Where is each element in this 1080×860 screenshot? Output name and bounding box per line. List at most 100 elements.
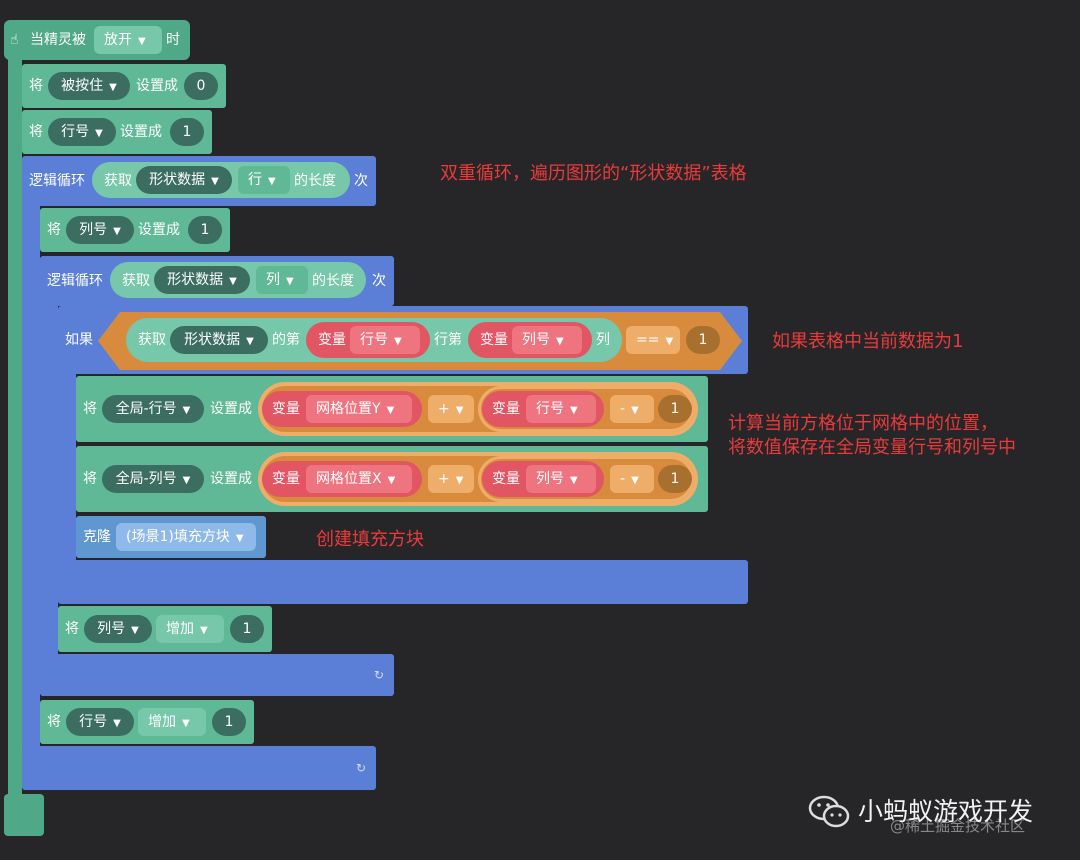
value-input[interactable]: 0: [184, 72, 218, 100]
src-label: 形状数据: [149, 172, 206, 188]
chevron-down-icon: ▼: [394, 336, 402, 347]
watermark-sub: @稀土掘金技术社区: [890, 817, 1026, 835]
col-dim-dropdown[interactable]: 列▼: [256, 266, 308, 294]
grid-x-dropdown[interactable]: 网格位置X▼: [306, 465, 412, 493]
global-row-dropdown[interactable]: 全局-行号▼: [102, 395, 204, 423]
chevron-down-icon: ▼: [235, 533, 244, 544]
event-dropdown-label: 放开: [104, 32, 132, 48]
value-label: 1: [670, 471, 680, 487]
of-label: 的第: [272, 332, 300, 348]
event-dropdown[interactable]: 放开 ▼: [94, 26, 162, 54]
length-label: 的长度: [312, 273, 354, 289]
set-global-row-block[interactable]: 将 全局-行号▼ 设置成 变量 网格位置Y▼ +▼ 变量 行号▼ -▼ 1: [76, 376, 708, 442]
chevron-down-icon: ▼: [138, 36, 146, 47]
number-input[interactable]: 1: [658, 465, 692, 493]
value-input[interactable]: 1: [170, 118, 204, 146]
var-keyword: 变量: [272, 471, 300, 487]
col-variable-dropdown[interactable]: 列号 ▼: [512, 326, 582, 354]
set-row-block[interactable]: 将 行号▼ 设置成 1: [22, 110, 212, 154]
shape-data-dropdown[interactable]: 形状数据▼: [170, 326, 268, 354]
shape-data-dropdown[interactable]: 形状数据 ▼: [136, 166, 232, 194]
inner-loop-block[interactable]: 逻辑循环 获取 形状数据▼ 列▼ 的长度 次: [40, 256, 394, 306]
dim-label: 列: [266, 272, 280, 288]
var-keyword: 变量: [272, 401, 300, 417]
src-label: 形状数据: [184, 332, 241, 348]
op-label: -: [620, 471, 626, 487]
var-label: 行号: [360, 332, 388, 348]
clone-keyword: 克隆: [83, 529, 111, 545]
set-pressed-block[interactable]: 将 被按住▼ 设置成 0: [22, 64, 226, 108]
inner-loop-footer[interactable]: ↻: [40, 654, 394, 696]
col-var-dropdown[interactable]: 列号▼: [66, 216, 134, 244]
event-block[interactable]: ☝ 当精灵被 放开▼ 时: [4, 20, 190, 60]
minus-operator-dropdown[interactable]: -▼: [610, 395, 654, 423]
set-global-col-block[interactable]: 将 全局-列号▼ 设置成 变量 网格位置X▼ +▼ 变量 列号▼ -▼ 1: [76, 446, 708, 512]
chevron-down-icon: ▼: [95, 128, 103, 139]
chevron-down-icon: ▼: [229, 276, 237, 287]
op-label: -: [620, 401, 626, 417]
col-dropdown[interactable]: 列号 ▼: [526, 465, 596, 493]
set-op: 设置成: [210, 471, 252, 487]
row-var-dropdown[interactable]: 行号 ▼: [48, 118, 116, 146]
annotation-double-loop: 双重循环，遍历图形的“形状数据”表格: [440, 163, 747, 184]
value-label: 0: [196, 78, 206, 94]
shape-data-dropdown[interactable]: 形状数据▼: [154, 266, 250, 294]
chevron-down-icon: ▼: [631, 475, 639, 486]
value-label: 1: [670, 401, 680, 417]
clone-target-dropdown[interactable]: (场景1)填充方块 ▼: [116, 523, 256, 551]
var-keyword: 变量: [492, 471, 520, 487]
var-keyword: 变量: [480, 332, 508, 348]
chevron-down-icon: ▼: [182, 718, 190, 729]
plus-operator-dropdown[interactable]: +▼: [428, 465, 474, 493]
chevron-down-icon: ▼: [556, 336, 564, 347]
row-var-dropdown[interactable]: 行号▼: [66, 708, 134, 736]
row-dropdown[interactable]: 行号▼: [526, 395, 596, 423]
var-label: 列号: [536, 471, 564, 487]
var-label: 列号: [79, 222, 108, 238]
var-label: 列号: [522, 332, 550, 348]
set-op: 设置成: [210, 401, 252, 417]
var-label: 行号: [61, 124, 90, 140]
set-col-block[interactable]: 将 列号▼ 设置成 1: [40, 208, 230, 252]
increase-row-block[interactable]: 将 行号▼ 增加▼ 1: [40, 700, 254, 744]
chevron-down-icon: ▼: [570, 475, 578, 486]
pressed-var-dropdown[interactable]: 被按住▼: [48, 72, 130, 100]
chevron-down-icon: ▼: [200, 625, 208, 636]
get-keyword: 获取: [104, 173, 132, 189]
increase-op-dropdown[interactable]: 增加▼: [138, 708, 206, 736]
plus-operator-dropdown[interactable]: +▼: [428, 395, 474, 423]
outer-loop-footer[interactable]: ↻: [22, 746, 376, 790]
minus-operator-dropdown[interactable]: -▼: [610, 465, 654, 493]
value-label: 1: [224, 714, 234, 730]
value-input[interactable]: 1: [230, 615, 264, 643]
if-footer[interactable]: [58, 560, 748, 604]
value-input[interactable]: 1: [212, 708, 246, 736]
chevron-down-icon: ▼: [211, 176, 219, 187]
compare-operator-dropdown[interactable]: ==▼: [626, 326, 680, 354]
chevron-down-icon: ▼: [286, 276, 294, 287]
increase-col-block[interactable]: 将 列号▼ 增加▼ 1: [58, 606, 272, 652]
col-label: 列: [596, 332, 610, 348]
col-var-dropdown[interactable]: 列号▼: [84, 615, 152, 643]
chevron-down-icon: ▼: [182, 475, 191, 486]
increase-op-dropdown[interactable]: 增加▼: [156, 615, 224, 643]
target-label: (场景1)填充方块: [126, 529, 230, 545]
grid-y-dropdown[interactable]: 网格位置Y▼: [306, 395, 412, 423]
number-input[interactable]: 1: [658, 395, 692, 423]
var-label: 被按住: [61, 78, 104, 94]
row-dim-dropdown[interactable]: 行▼: [238, 166, 290, 194]
clone-block[interactable]: 克隆 (场景1)填充方块 ▼: [76, 516, 266, 558]
chevron-down-icon: ▼: [182, 405, 191, 416]
outer-loop-block[interactable]: 逻辑循环 获取 形状数据▼ 行▼ 的长度 次: [22, 156, 376, 206]
get-keyword: 获取: [138, 332, 166, 348]
compare-value-input[interactable]: 1: [686, 326, 720, 354]
value-label: 1: [242, 621, 252, 637]
var-label: 列号: [97, 621, 126, 637]
value-input[interactable]: 1: [188, 216, 222, 244]
annotation-calc-line1: 计算当前方格位于网格中的位置，: [728, 413, 998, 434]
row-variable-dropdown[interactable]: 行号 ▼: [350, 326, 420, 354]
event-prefix: 当精灵被: [30, 32, 86, 48]
set-op: 设置成: [120, 124, 162, 140]
global-col-dropdown[interactable]: 全局-列号▼: [102, 465, 204, 493]
event-block-bottom[interactable]: [4, 794, 44, 836]
